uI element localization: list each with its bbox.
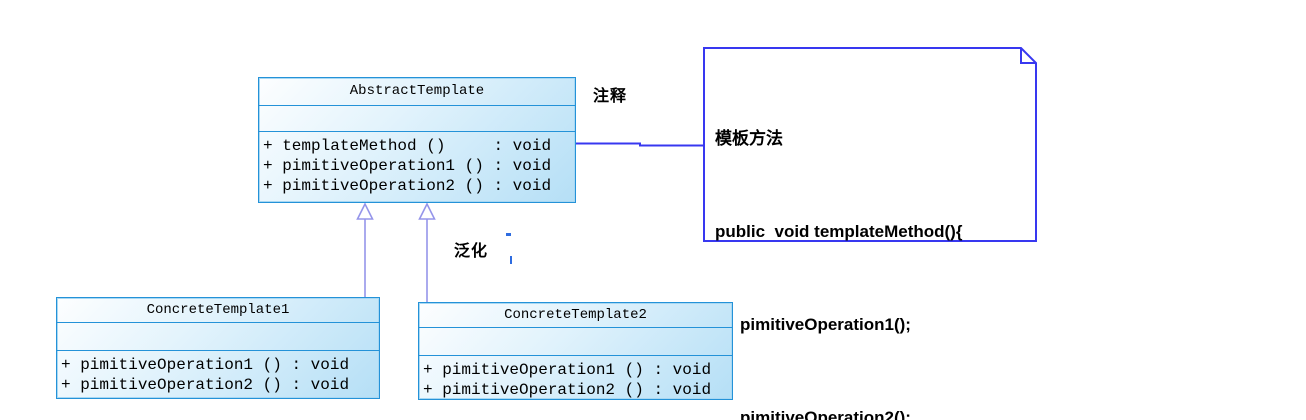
note-code-line: public void templateMethod(){ [715,222,963,241]
class-title: AbstractTemplate [259,78,575,106]
method-row: + pimitiveOperation1 () : void [61,356,350,374]
class-box-abstract-template[interactable]: AbstractTemplate + templateMethod () : v… [258,77,576,203]
class-box-concrete-template1[interactable]: ConcreteTemplate1 + pimitiveOperation1 (… [56,297,380,399]
method-row: + pimitiveOperation2 () : void [61,376,350,394]
generalization-triangle-icon-2 [418,202,436,220]
class-attributes-compartment [57,323,379,351]
note-code-line: pimitiveOperation2(); [740,408,911,420]
label-note-link: 注释 [593,88,628,105]
method-row: + pimitiveOperation1 () : void [263,157,552,175]
class-methods-compartment: + pimitiveOperation1 () : void + pimitiv… [419,356,732,400]
note-box[interactable]: 模板方法 public void templateMethod(){ pimit… [703,47,1037,420]
class-methods-compartment: + pimitiveOperation1 () : void + pimitiv… [57,351,379,395]
selection-tick-icon-top [506,233,511,236]
note-code-line: pimitiveOperation1(); [740,315,911,334]
note-text: 模板方法 public void templateMethod(){ pimit… [715,61,1027,420]
class-title: ConcreteTemplate1 [57,298,379,323]
note-title-line: 模板方法 [715,129,783,148]
label-generalization: 泛化 [454,243,489,260]
class-attributes-compartment [419,328,732,356]
note-connector-line[interactable] [576,142,703,147]
class-methods-compartment: + templateMethod () : void + pimitiveOpe… [259,132,575,196]
method-row: + pimitiveOperation1 () : void [423,361,712,379]
method-row: + pimitiveOperation2 () : void [423,381,712,399]
class-title: ConcreteTemplate2 [419,303,732,328]
note-shape-icon [703,47,1037,242]
generalization-triangle-icon-1 [356,202,374,220]
method-row: + pimitiveOperation2 () : void [263,177,552,195]
class-attributes-compartment [259,106,575,132]
class-box-concrete-template2[interactable]: ConcreteTemplate2 + pimitiveOperation1 (… [418,302,733,400]
selection-tick-icon-bottom [510,256,512,264]
method-row: + templateMethod () : void [263,137,552,155]
